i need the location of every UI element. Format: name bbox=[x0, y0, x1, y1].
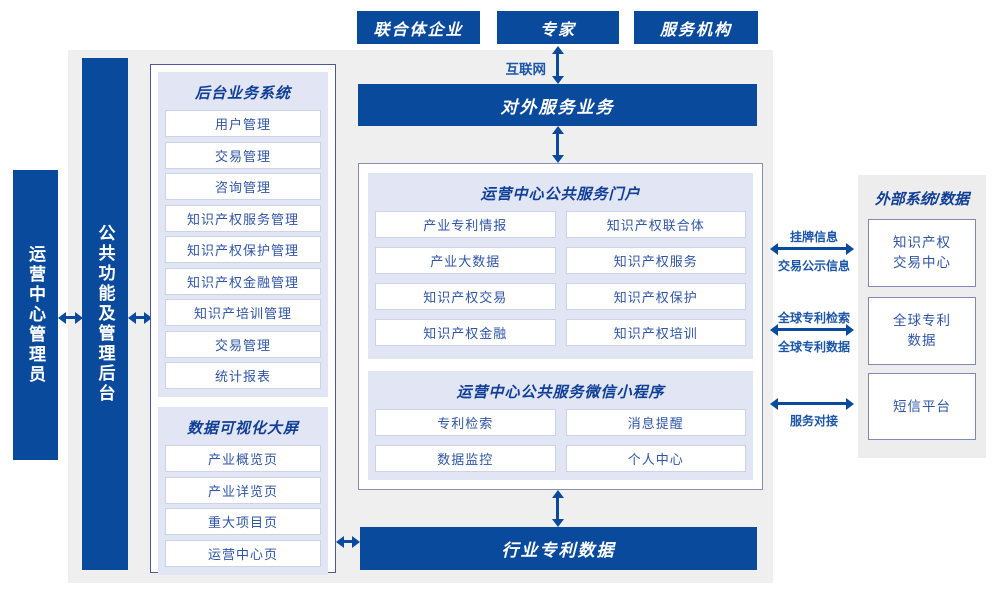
trade-publicity-label: 交易公示信息 bbox=[777, 259, 850, 273]
global-patent-search-label: 全球专利检索 bbox=[777, 311, 850, 325]
arrow-internet-icon bbox=[551, 46, 564, 84]
public-service-container: 运营中心公共服务门户 产业专利情报 知识产权联合体 产业大数据 知识产权服务 知… bbox=[358, 163, 763, 490]
list-item: 交易管理 bbox=[165, 330, 321, 358]
data-viz-panel: 数据可视化大屏 产业概览页 产业详览页 重大项目页 运营中心页 bbox=[158, 407, 328, 575]
list-item: 产业概览页 bbox=[165, 445, 321, 472]
service-connect-label: 服务对接 bbox=[789, 414, 838, 428]
back-office-title: 后台业务系统 bbox=[194, 85, 291, 102]
operations-admin-label: 运营中心管理员 bbox=[26, 245, 45, 385]
list-item: 专利检索 bbox=[375, 409, 556, 436]
external-box-sms-platform: 短信平台 bbox=[868, 373, 976, 440]
list-item: 数据监控 bbox=[375, 445, 556, 472]
arrow-global-patent-icon bbox=[770, 323, 854, 336]
miniapp-panel: 运营中心公共服务微信小程序 专利检索 消息提醒 数据监控 个人中心 bbox=[368, 371, 753, 480]
data-viz-list: 产业概览页 产业详览页 重大项目页 运营中心页 bbox=[165, 445, 321, 567]
backend-functions-label: 公共功能及管理后台 bbox=[95, 224, 115, 404]
data-viz-title: 数据可视化大屏 bbox=[186, 420, 299, 437]
list-item: 运营中心页 bbox=[165, 539, 321, 567]
list-item: 知识产权保护 bbox=[565, 283, 746, 310]
list-item: 交易管理 bbox=[165, 141, 321, 169]
list-item: 知识产权交易 bbox=[375, 283, 556, 310]
list-item: 知识产权培训 bbox=[565, 319, 746, 346]
backend-functions-bar: 公共功能及管理后台 bbox=[82, 58, 128, 570]
listing-info-label: 挂牌信息 bbox=[789, 230, 838, 244]
global-patent-data-label: 全球专利数据 bbox=[777, 340, 850, 354]
list-item: 知识产权金融管理 bbox=[165, 267, 321, 295]
arrow-trade-center-icon bbox=[770, 242, 854, 255]
arrow-service-portal-icon bbox=[551, 126, 564, 163]
internet-label: 互联网 bbox=[505, 62, 547, 77]
arrow-portal-patentdata-icon bbox=[551, 490, 564, 527]
portal-panel: 运营中心公共服务门户 产业专利情报 知识产权联合体 产业大数据 知识产权服务 知… bbox=[368, 173, 753, 359]
backend-systems-container: 后台业务系统 用户管理 交易管理 咨询管理 知识产权服务管理 知识产权保护管理 … bbox=[150, 64, 336, 575]
arrow-backend-panel-icon bbox=[128, 311, 152, 324]
portal-grid: 产业专利情报 知识产权联合体 产业大数据 知识产权服务 知识产权交易 知识产权保… bbox=[375, 211, 746, 346]
miniapp-title: 运营中心公共服务微信小程序 bbox=[456, 384, 665, 401]
actor-service-agency: 服务机构 bbox=[634, 11, 758, 44]
list-item: 用户管理 bbox=[165, 110, 321, 137]
external-box-global-patent: 全球专利 数据 bbox=[868, 297, 976, 365]
industry-patent-data-bar: 行业专利数据 bbox=[360, 527, 757, 570]
list-item: 知识产培训管理 bbox=[165, 299, 321, 326]
list-item: 知识产权金融 bbox=[375, 319, 556, 346]
back-office-list: 用户管理 交易管理 咨询管理 知识产权服务管理 知识产权保护管理 知识产权金融管… bbox=[165, 110, 321, 389]
portal-title: 运营中心公共服务门户 bbox=[480, 186, 641, 203]
operations-admin-bar: 运营中心管理员 bbox=[13, 170, 58, 460]
list-item: 产业专利情报 bbox=[375, 211, 556, 238]
list-item: 知识产权保护管理 bbox=[165, 236, 321, 263]
list-item: 产业详览页 bbox=[165, 476, 321, 504]
miniapp-grid: 专利检索 消息提醒 数据监控 个人中心 bbox=[375, 409, 746, 472]
back-office-panel: 后台业务系统 用户管理 交易管理 咨询管理 知识产权服务管理 知识产权保护管理 … bbox=[158, 72, 328, 397]
actor-consortium-enterprise: 联合体企业 bbox=[357, 11, 480, 44]
list-item: 知识产权服务 bbox=[565, 247, 746, 274]
external-box-trade-center: 知识产权 交易中心 bbox=[868, 219, 976, 287]
list-item: 统计报表 bbox=[165, 362, 321, 389]
arrow-admin-backend-icon bbox=[58, 311, 83, 324]
arrow-dataviz-patentdata-icon bbox=[336, 535, 360, 548]
list-item: 消息提醒 bbox=[565, 409, 746, 436]
list-item: 知识产权联合体 bbox=[565, 211, 746, 238]
list-item: 重大项目页 bbox=[165, 508, 321, 535]
list-item: 知识产权服务管理 bbox=[165, 204, 321, 232]
actor-expert: 专家 bbox=[497, 11, 619, 44]
list-item: 咨询管理 bbox=[165, 173, 321, 200]
external-service-bar: 对外服务业务 bbox=[358, 84, 757, 126]
arrow-sms-platform-icon bbox=[770, 397, 854, 410]
external-systems-title: 外部系统/数据 bbox=[874, 191, 970, 208]
list-item: 产业大数据 bbox=[375, 247, 556, 274]
list-item: 个人中心 bbox=[565, 445, 746, 472]
